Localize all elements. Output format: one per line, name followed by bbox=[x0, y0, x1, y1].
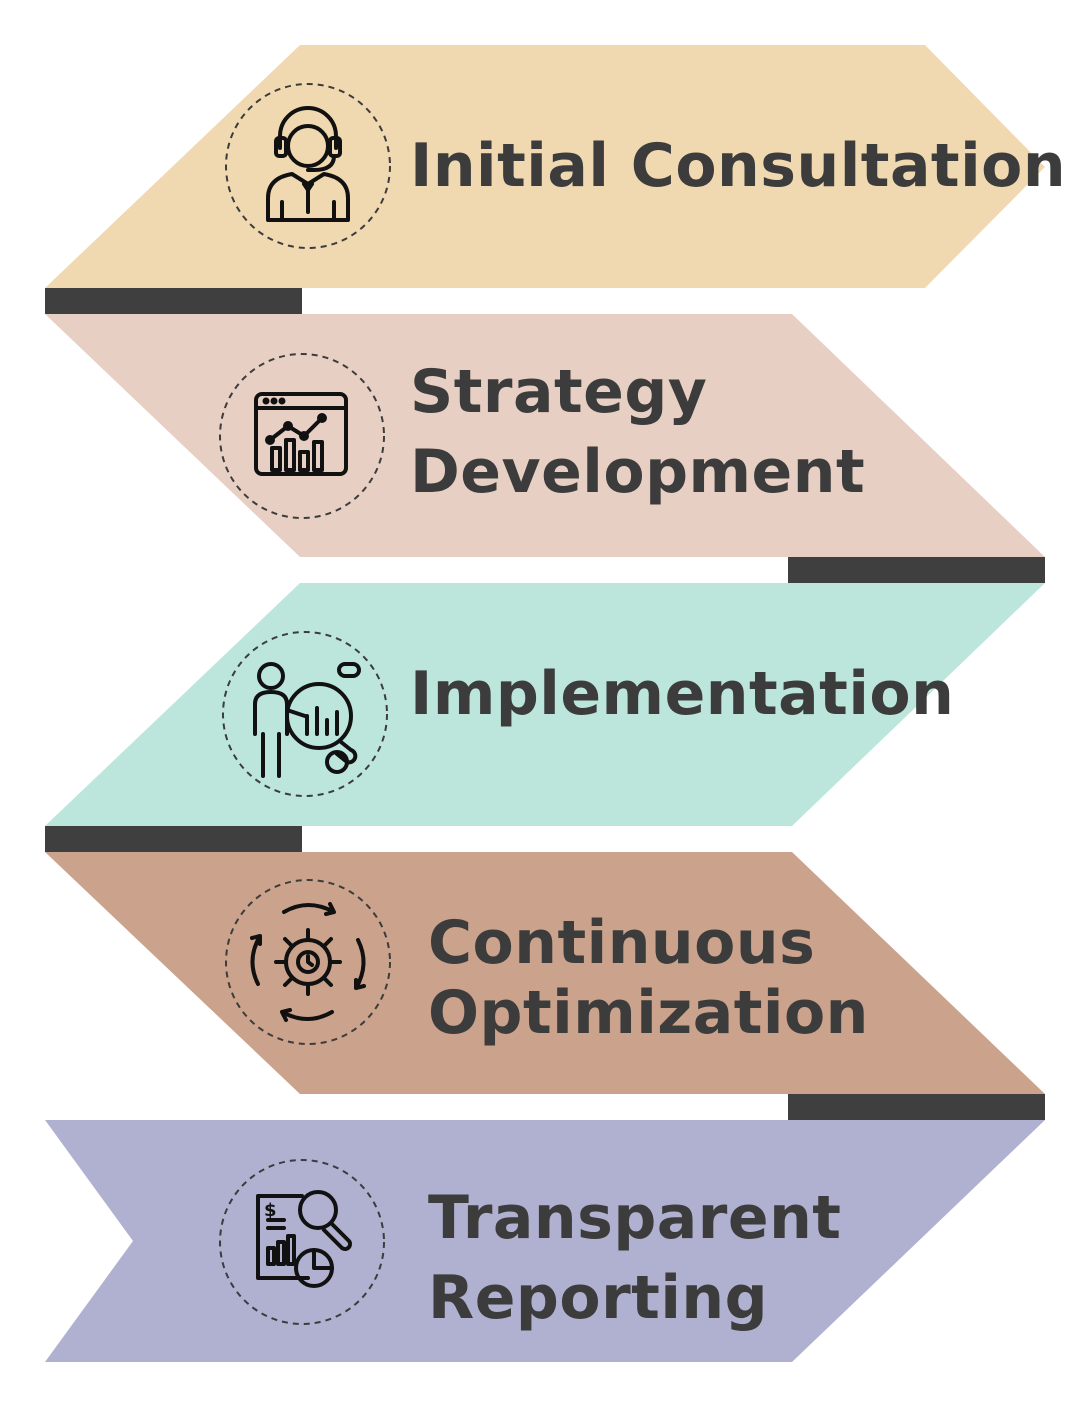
step-4-arrow bbox=[45, 852, 1045, 1094]
step-1-icon-badge bbox=[224, 82, 392, 250]
step-3-icon-badge bbox=[221, 630, 389, 798]
step-5-icon-badge: $ bbox=[218, 1158, 386, 1326]
step-1-title-line-1: Initial Consultation bbox=[410, 131, 1067, 201]
step-3-arrow bbox=[45, 583, 1045, 826]
financial-report-search-icon: $ bbox=[219, 1159, 385, 1325]
step-1-arrow bbox=[45, 45, 1045, 288]
step-5-title-line-2: Reporting bbox=[428, 1263, 769, 1333]
connector-bar-2 bbox=[788, 557, 1045, 583]
gear-cycle-arrows-icon bbox=[225, 879, 391, 1045]
step-3-title: Implementation bbox=[410, 654, 954, 734]
analytics-dashboard-icon bbox=[219, 353, 385, 519]
step-2-title-line-2: Development bbox=[410, 437, 866, 507]
step-5-title-line-1: Transparent bbox=[428, 1183, 842, 1253]
step-5-arrow bbox=[45, 1120, 1045, 1362]
step-4-icon-badge bbox=[224, 878, 392, 1046]
step-2-title-line-1: Strategy bbox=[410, 357, 708, 427]
step-2-title: Strategy Development bbox=[410, 352, 865, 512]
step-1-title: Initial Consultation bbox=[410, 126, 1066, 206]
connector-bar-3 bbox=[45, 826, 302, 852]
step-4-title-line-1: Continuous bbox=[428, 908, 816, 978]
step-3-title-line-1: Implementation bbox=[410, 659, 955, 729]
svg-text:$: $ bbox=[264, 1200, 277, 1221]
step-2-arrow bbox=[45, 314, 1045, 557]
connector-bar-1 bbox=[45, 288, 302, 314]
connector-bar-4 bbox=[788, 1094, 1045, 1120]
step-4-title: Continuous Optimization bbox=[428, 908, 869, 1048]
step-2-icon-badge bbox=[218, 352, 386, 520]
step-4-title-line-2: Optimization bbox=[428, 978, 869, 1048]
customer-support-headset-icon bbox=[225, 83, 391, 249]
presenter-magnifier-gear-icon bbox=[222, 631, 388, 797]
step-5-title: Transparent Reporting bbox=[428, 1178, 841, 1338]
